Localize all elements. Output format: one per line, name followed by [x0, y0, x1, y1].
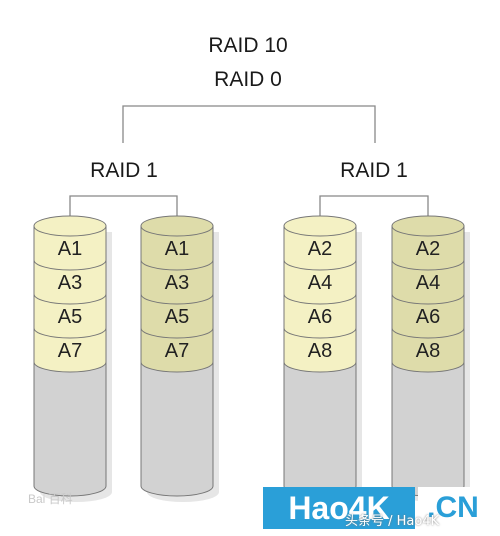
segment-divider [140, 293, 214, 305]
raid0-label: RAID 0 [214, 68, 282, 91]
segment-divider [33, 327, 107, 339]
disk-top [140, 215, 214, 237]
raid10-title: RAID 10 [208, 34, 287, 57]
raid0-bracket [122, 105, 376, 143]
toutiao-watermark: 头条号 / Hao4K [345, 514, 440, 529]
disk-data-area [283, 225, 357, 373]
segment-divider [33, 293, 107, 305]
segment-divider [140, 327, 214, 339]
disk-top [33, 215, 107, 237]
hao4k-watermark: Hao4K .CN [263, 487, 488, 529]
block-label: A6 [308, 306, 332, 328]
segment-divider [391, 293, 465, 305]
segment-divider [283, 293, 357, 305]
disk-data-area [140, 225, 214, 373]
block-label: A8 [308, 340, 332, 362]
disk-data-area [391, 225, 465, 373]
block-label: A7 [58, 340, 82, 362]
block-label: A2 [416, 238, 440, 260]
block-label: A6 [416, 306, 440, 328]
raid1-bracket-left [69, 195, 178, 226]
segment-divider [391, 259, 465, 271]
block-label: A8 [416, 340, 440, 362]
hao4k-cn-text: .CN [418, 487, 488, 529]
block-label: A1 [58, 238, 82, 260]
baidu-watermark: Bai 百科 [28, 492, 73, 506]
disk-top [283, 215, 357, 237]
block-label: A7 [165, 340, 189, 362]
block-label: A5 [165, 306, 189, 328]
disk-data-area [33, 225, 107, 373]
block-label: A4 [308, 272, 332, 294]
segment-divider [140, 259, 214, 271]
segment-divider [283, 259, 357, 271]
segment-divider [33, 259, 107, 271]
block-label: A1 [165, 238, 189, 260]
block-label: A2 [308, 238, 332, 260]
block-label: A5 [58, 306, 82, 328]
block-label: A3 [165, 272, 189, 294]
hao4k-logo-text: Hao4K [263, 487, 415, 529]
block-label: A3 [58, 272, 82, 294]
segment-divider [391, 327, 465, 339]
raid1-bracket-right [319, 195, 429, 226]
block-label: A4 [416, 272, 440, 294]
disk-top [391, 215, 465, 237]
segment-divider [283, 327, 357, 339]
raid1-label-left: RAID 1 [90, 159, 158, 182]
raid1-label-right: RAID 1 [340, 159, 408, 182]
